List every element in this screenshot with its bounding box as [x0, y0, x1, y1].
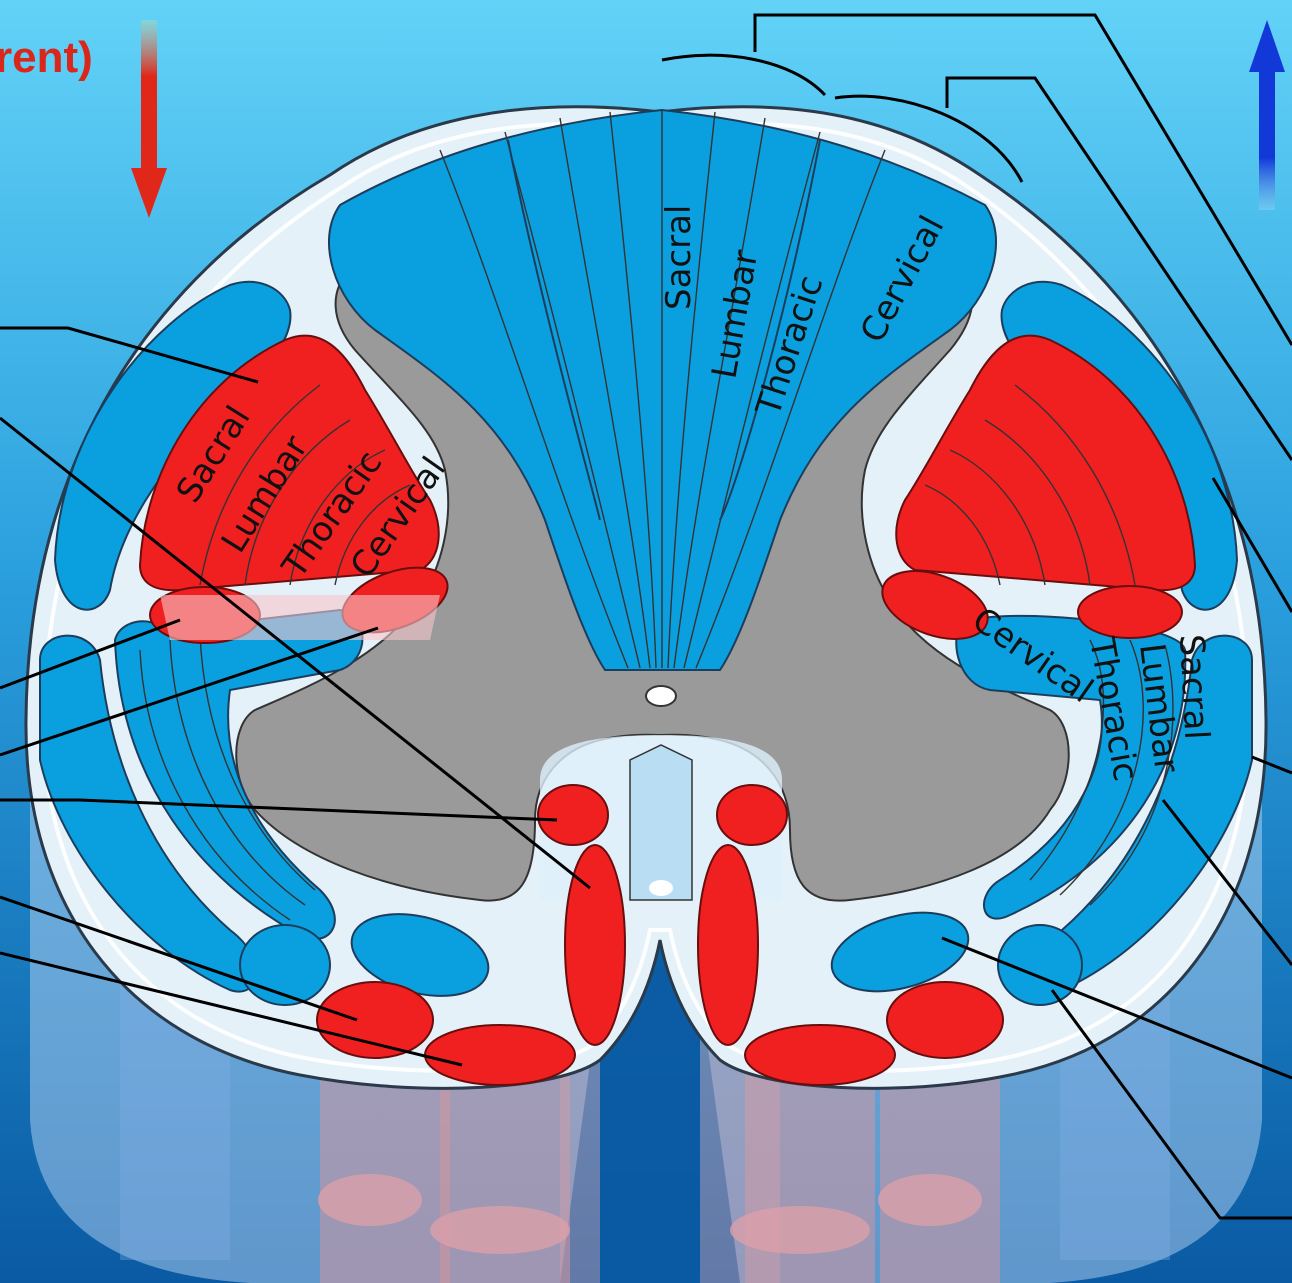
dorsal-label-sacral: Sacral	[659, 205, 699, 310]
central-canal	[646, 686, 676, 706]
efferent-label: rent)	[0, 33, 93, 82]
stt-label-sacral: Sacral	[1171, 633, 1216, 740]
